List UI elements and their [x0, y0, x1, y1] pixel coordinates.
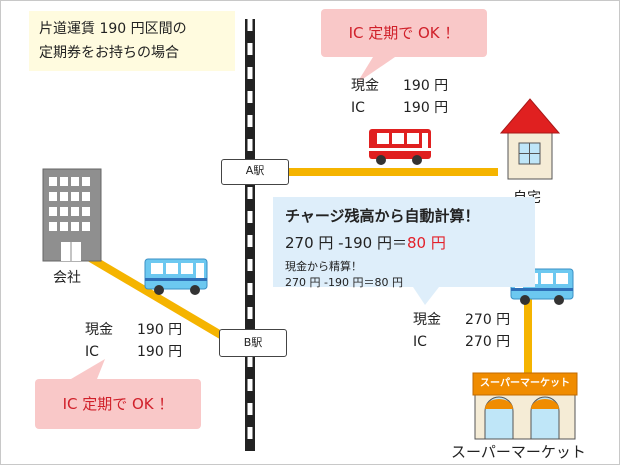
fare-cash-value: 190 円: [137, 322, 183, 338]
fare-ic-value: 190 円: [403, 100, 449, 116]
auto-charge-formula: 270 円 -190 円＝: [285, 234, 407, 252]
bus-blue-left: [144, 258, 208, 295]
fare-ic-label: IC: [351, 100, 365, 116]
bus-red: [369, 129, 431, 165]
fare-ic-label: IC: [85, 344, 99, 360]
auto-charge-title: チャージ残高から自動計算！: [285, 207, 480, 225]
fare-ic-label: IC: [413, 334, 427, 350]
fare-cash-label: 現金: [351, 78, 379, 94]
railway-track: [245, 19, 255, 451]
station-b-label: B駅: [243, 336, 263, 349]
ic-ok-bubble-top-text: IC 定期で OK ！: [348, 24, 460, 42]
company-label: 会社: [53, 270, 81, 286]
fare-ic-value: 190 円: [137, 344, 183, 360]
cash-settlement-note: 現金から精算！: [285, 260, 362, 273]
fare-cash-label: 現金: [413, 312, 441, 328]
house-icon: [499, 98, 561, 180]
station-a: A駅: [221, 159, 289, 185]
bubble-top-tail: [357, 57, 395, 83]
conditions-note: 片道運賃 190 円区間の 定期券をお持ちの場合: [29, 11, 235, 71]
fare-info-home-route: 現金 190 円 IC 190 円: [351, 75, 448, 119]
bubble-bottom-tail: [71, 359, 105, 379]
fare-cash-value: 190 円: [403, 78, 449, 94]
route-company-to-b: [72, 245, 234, 345]
conditions-note-line1: 片道運賃 190 円区間の: [39, 21, 187, 37]
auto-charge-result: 80 円: [406, 234, 446, 252]
conditions-note-line2: 定期券をお持ちの場合: [39, 45, 179, 61]
supermarket-label: スーパーマーケット: [451, 443, 586, 461]
charge-tail: [413, 287, 439, 305]
station-b: B駅: [219, 329, 287, 357]
ic-ok-bubble-bottom-text: IC 定期で OK ！: [62, 395, 174, 413]
ic-ok-bubble-top: IC 定期で OK ！: [321, 9, 487, 57]
supermarket-sign-text: スーパーマーケット: [480, 378, 570, 389]
station-a-label: A駅: [245, 164, 265, 177]
auto-charge-box: チャージ残高から自動計算！ 270 円 -190 円＝80 円 現金から精算！ …: [273, 197, 535, 289]
supermarket-building-icon: [472, 372, 578, 440]
auto-charge-formula-line: 270 円 -190 円＝80 円: [285, 232, 523, 253]
ic-ok-bubble-bottom: IC 定期で OK ！: [35, 379, 201, 429]
office-building-icon: [42, 168, 102, 262]
fare-ic-value: 270 円: [465, 334, 511, 350]
cash-settlement-formula: 270 円 -190 円＝80 円: [285, 276, 403, 289]
fare-cash-label: 現金: [85, 322, 113, 338]
fare-info-supermarket-route: 現金 270 円 IC 270 円: [413, 309, 510, 353]
fare-cash-value: 270 円: [465, 312, 511, 328]
fare-info-company-route: 現金 190 円 IC 190 円: [85, 319, 182, 363]
